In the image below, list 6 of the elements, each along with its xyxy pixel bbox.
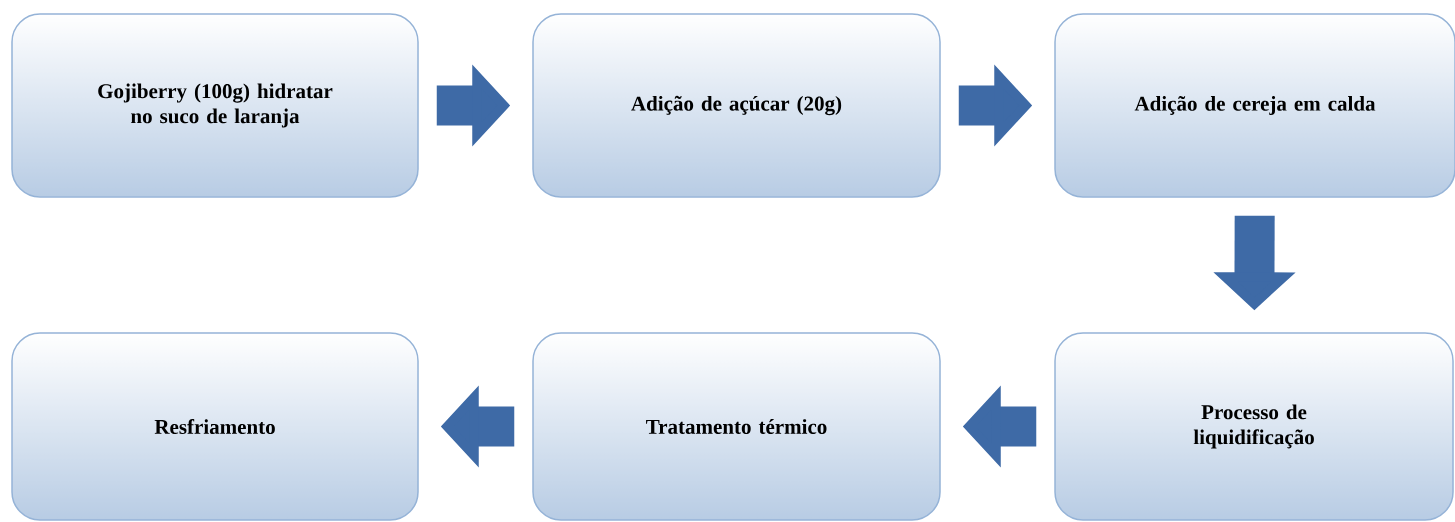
process-box: Gojiberry (100g) hidratar no suco de laranja <box>11 13 419 198</box>
process-box: Resfriamento <box>11 332 419 521</box>
process-box: Processo de liquidificação <box>1054 332 1454 521</box>
process-box: Tratamento térmico <box>532 332 941 521</box>
process-box: Adição de cereja em calda <box>1054 13 1455 198</box>
process-box: Adição de açúcar (20g) <box>532 13 941 198</box>
